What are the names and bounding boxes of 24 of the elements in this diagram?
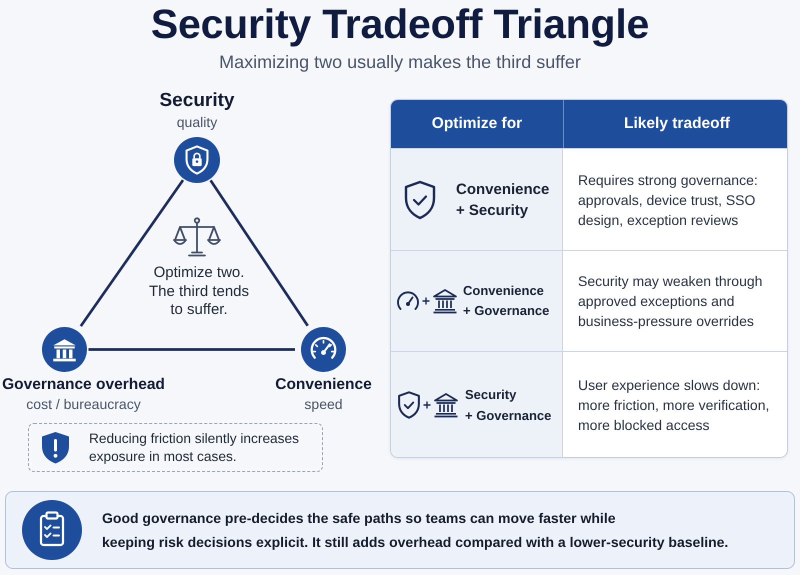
- vertex-title: Security: [160, 90, 234, 112]
- vertex-title: Convenience: [275, 375, 372, 395]
- vertex-subtitle: cost / bureaucracy: [26, 395, 141, 413]
- option-label: Convenience + Security: [456, 180, 550, 220]
- center-note: Optimize two. The third tends to suffer.: [148, 264, 250, 320]
- connector-line: [88, 348, 295, 351]
- callout-text: Reducing friction silently increases exposure in most cases.: [89, 430, 300, 466]
- summary-text: Good governance pre-decides the safe paths so teams can move faster while keeping risk decisions explicit. It still adds overhead compared with a lower-security baseline.: [102, 509, 728, 552]
- dashed-callout: [28, 423, 323, 472]
- subtitle: Maximizing two usually makes the third suffer: [219, 51, 581, 73]
- vertex-subtitle: quality: [176, 113, 218, 131]
- diagram-title: Security Tradeoff Triangle: [150, 1, 650, 47]
- option-label: Convenience + Governance: [463, 282, 550, 320]
- option-label: Security + Governance: [465, 386, 552, 424]
- tradeoff-text: Security may weaken through approved exceptions and business-pressure overrides: [578, 272, 764, 331]
- tradeoff-text: Requires strong governance: approvals, device trust, SSO design, exception reviews: [578, 170, 759, 230]
- summary-panel: [5, 491, 795, 569]
- vertex-title: Governance overhead: [2, 375, 165, 395]
- connector-line: [80, 179, 184, 327]
- column-header: Optimize for: [432, 115, 522, 133]
- vertex-subtitle: speed: [304, 395, 343, 413]
- tradeoff-text: User experience slows down: more friction, more verification, more blocked access: [578, 376, 770, 434]
- column-header: Likely tradeoff: [624, 115, 730, 133]
- connector-line: [209, 180, 309, 327]
